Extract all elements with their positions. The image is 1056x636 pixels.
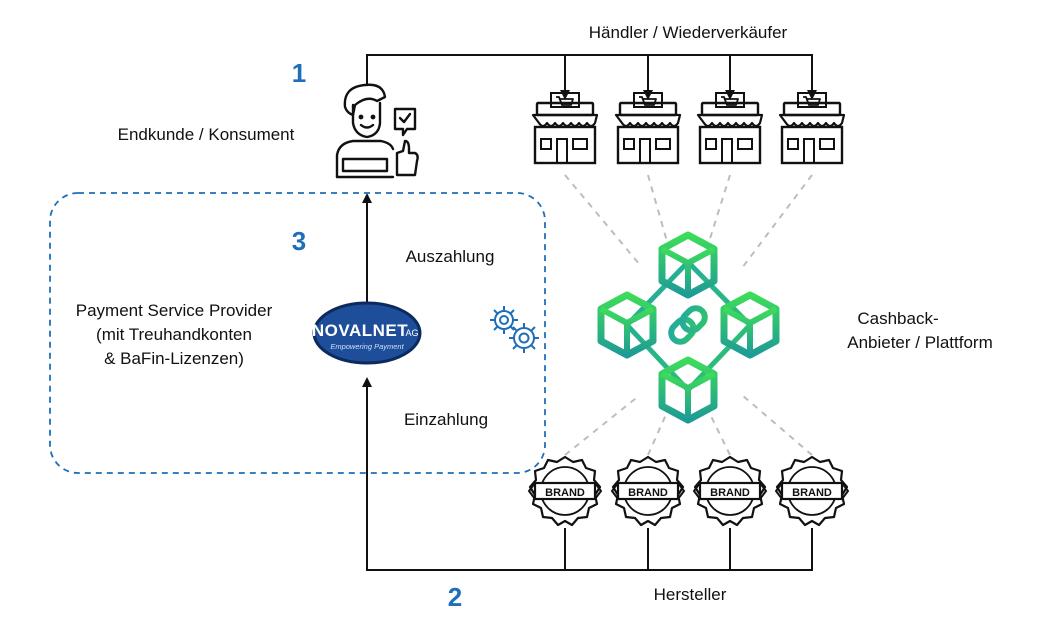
deposit-label: Einzahlung <box>404 410 488 429</box>
brand-badge-icon: BRAND <box>527 455 603 527</box>
brand-badge-text: BRAND <box>545 487 585 499</box>
psp-label-line3: & BaFin-Lizenzen) <box>104 349 244 368</box>
step-2-number: 2 <box>448 582 462 612</box>
store-icon <box>778 91 846 165</box>
brand-badge-text: BRAND <box>792 487 832 499</box>
consumer-icon <box>335 83 419 179</box>
step-3-number: 3 <box>292 226 306 256</box>
store-icon <box>531 91 599 165</box>
novalnet-logo: NOVALNET AG Empowering Payment <box>312 301 422 365</box>
psp-label-line1: Payment Service Provider <box>76 301 273 320</box>
retailer-connector <box>366 54 817 100</box>
novalnet-logo-name: NOVALNET <box>312 321 408 340</box>
brand-badge-text: BRAND <box>628 487 668 499</box>
brand-badge-icon: BRAND <box>610 455 686 527</box>
payout-label: Auszahlung <box>406 247 495 266</box>
brand-badge-icon: BRAND <box>774 455 850 527</box>
blockchain-network-icon <box>601 235 776 420</box>
novalnet-logo-tagline: Empowering Payment <box>330 342 404 351</box>
manufacturer-connector <box>362 193 813 571</box>
psp-label-line2: (mit Treuhandkonten <box>96 325 252 344</box>
store-icon <box>696 91 764 165</box>
consumer-label: Endkunde / Konsument <box>118 125 295 144</box>
store-icon <box>614 91 682 165</box>
cashback-label-line2: Anbieter / Plattform <box>847 333 993 352</box>
manufacturer-label: Hersteller <box>654 585 727 604</box>
brand-badge-icon: BRAND <box>692 455 768 527</box>
novalnet-logo-suffix: AG <box>405 328 418 338</box>
psp-dashed-box <box>49 192 546 474</box>
gears-icon <box>490 306 539 353</box>
brand-badge-text: BRAND <box>710 487 750 499</box>
cashback-label-line1: Cashback- <box>857 309 938 328</box>
step-1-number: 1 <box>292 58 306 88</box>
dashed-connectors <box>564 174 813 456</box>
retailers-label: Händler / Wiederverkäufer <box>589 23 788 42</box>
link-icon <box>668 305 708 345</box>
